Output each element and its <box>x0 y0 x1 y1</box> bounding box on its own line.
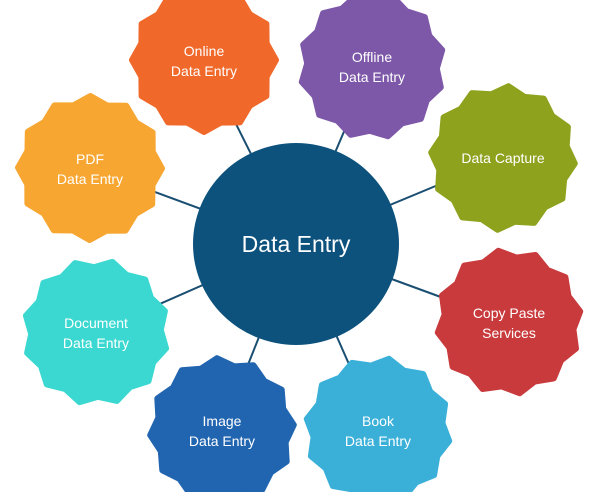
node-label: Image <box>203 413 242 429</box>
center-label: Data Entry <box>242 231 351 257</box>
node-shape <box>428 83 578 233</box>
node-label: PDF <box>76 151 104 167</box>
node-shape <box>298 0 446 140</box>
node-shape <box>434 247 584 397</box>
node-label: Offline <box>352 49 392 65</box>
node-shape <box>147 355 297 492</box>
node-label: Copy Paste <box>473 305 546 321</box>
node-shape <box>15 93 165 243</box>
node-label: Data Entry <box>339 69 405 85</box>
node-label: Online <box>184 43 225 59</box>
node-label: Data Entry <box>171 63 237 79</box>
node-label: Data Capture <box>461 150 544 166</box>
node-data-capture: Data Capture <box>428 83 578 233</box>
node-label: Services <box>482 325 536 341</box>
center-circle <box>193 143 399 345</box>
node-shape <box>22 258 170 406</box>
node-shape <box>303 355 453 492</box>
node-label: Data Entry <box>189 433 255 449</box>
node-label: Data Entry <box>63 335 129 351</box>
node-pdf: PDF Data Entry <box>15 93 165 243</box>
node-label: Book <box>362 413 395 429</box>
node-shape <box>129 0 279 135</box>
node-label: Data Entry <box>345 433 411 449</box>
node-label: Document <box>64 315 128 331</box>
node-label: Data Entry <box>57 171 123 187</box>
